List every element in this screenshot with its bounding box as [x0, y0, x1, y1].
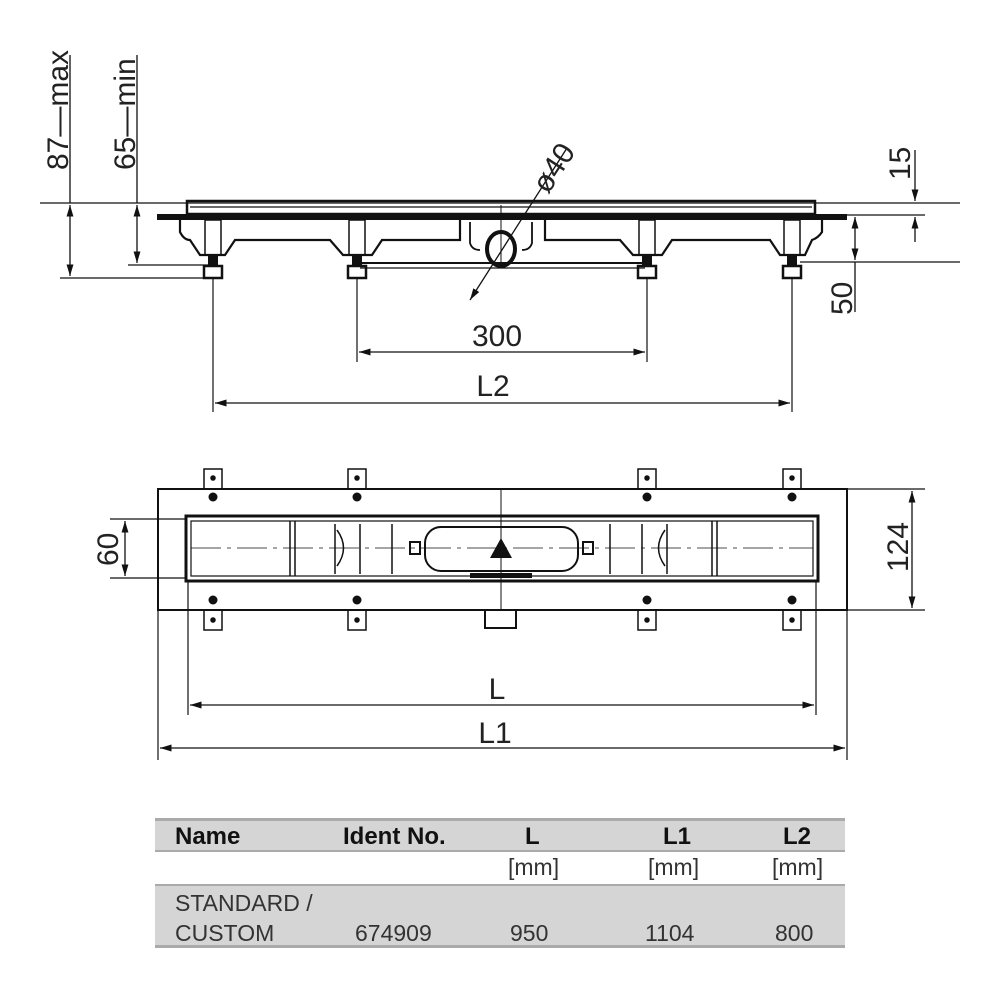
table-units-row: [mm] [mm] [mm]: [155, 852, 845, 884]
unit-l2: [mm]: [772, 854, 824, 880]
min-height-label: 65—min: [109, 58, 142, 170]
header-l2: L2: [783, 823, 812, 850]
drain-triangle-icon: [490, 538, 512, 558]
plan-view: 60 124 L L1: [92, 468, 925, 760]
header-l: L: [525, 823, 540, 850]
cell-l1: 1104: [645, 920, 695, 946]
unit-l: [mm]: [508, 854, 560, 880]
cell-name-line2: CUSTOM: [175, 920, 275, 946]
channel-width-label: 60: [92, 533, 125, 566]
unit-l1: [mm]: [648, 854, 700, 880]
pipe-diameter-label: ø40: [526, 137, 582, 198]
cell-name-line1: STANDARD /: [175, 890, 313, 916]
feet: [202, 219, 803, 412]
table-row: STANDARD / CUSTOM 674909 950 1104 800: [155, 884, 845, 948]
outlet-height-label: 50: [826, 282, 859, 315]
table-header: Name Ident No. L L1 L2: [155, 818, 845, 852]
total-width-label: 124: [882, 522, 915, 572]
cell-ident: 674909: [355, 920, 432, 946]
header-l1: L1: [663, 823, 692, 850]
dimensions-table: Name Ident No. L L1 L2 [mm] [mm] [mm] ST…: [155, 818, 845, 948]
feet-spacing-label: 300: [472, 320, 522, 353]
cell-l2: 800: [775, 920, 814, 946]
side-view: ø40 87—max 65—min 15 50 300 L2: [40, 50, 960, 412]
l1-dimension-label: L1: [478, 717, 511, 750]
grate-thickness-label: 15: [884, 147, 917, 180]
l-dimension-label: L: [489, 673, 506, 706]
l2-dimension-label: L2: [476, 370, 509, 403]
header-ident: Ident No.: [343, 823, 446, 850]
max-height-label: 87—max: [42, 50, 75, 170]
outlet: [484, 609, 517, 629]
header-name: Name: [175, 823, 241, 850]
cell-l: 950: [510, 920, 549, 946]
